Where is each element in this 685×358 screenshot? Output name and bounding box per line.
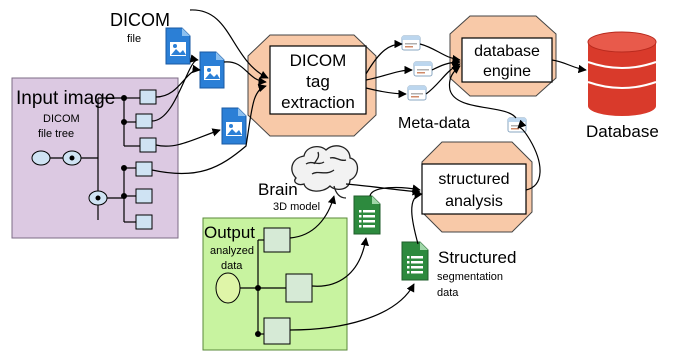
- structured-analysis-line2: analysis: [445, 193, 503, 210]
- spreadsheet-icon: [401, 241, 429, 281]
- metadata-card-icon: [407, 85, 427, 101]
- tree-junction: [69, 155, 75, 161]
- brain-sublabel: 3D model: [273, 201, 320, 213]
- output-sub1: analyzed: [210, 245, 254, 257]
- structured-label: Structured: [438, 248, 516, 267]
- dicom-tag-extraction-box: [269, 45, 367, 115]
- dicom-file-icon: [221, 107, 247, 145]
- metadata-label: Meta-data: [398, 115, 470, 132]
- spreadsheet-icon: [353, 195, 381, 235]
- output-leaf: [263, 317, 291, 345]
- tag-extraction-line1: DICOM: [290, 51, 347, 70]
- dicom-file-label: DICOM: [110, 10, 170, 30]
- tree-leaf: [135, 214, 153, 230]
- brain-label: Brain: [258, 180, 298, 199]
- structured-sublabel1: segmentation: [437, 271, 503, 283]
- database-icon: [587, 31, 657, 116]
- tree-root-node: [31, 150, 51, 166]
- dicom-file-icon: [199, 51, 225, 89]
- tree-junction: [121, 165, 127, 171]
- output-sub2: data: [221, 260, 243, 272]
- output-leaf: [285, 273, 313, 303]
- metadata-card-icon: [401, 35, 421, 51]
- tree-junction: [121, 95, 127, 101]
- tag-extraction-line3: extraction: [281, 93, 355, 112]
- tree-junction: [121, 193, 127, 199]
- dicom-file-icon: [165, 27, 191, 65]
- database-engine-line2: engine: [483, 63, 531, 80]
- input-image-title: Input image: [16, 88, 115, 109]
- flow-arrows: [151, 9, 587, 331]
- tree-leaf: [135, 161, 153, 177]
- output-leaf: [263, 227, 291, 253]
- brain-icon: [291, 145, 359, 199]
- output-junction: [255, 285, 261, 291]
- tree-leaf: [139, 89, 157, 105]
- dicom-file-sublabel: file: [127, 33, 141, 45]
- database-label: Database: [586, 122, 659, 141]
- tree-junction: [95, 195, 101, 201]
- input-image-sub2: file tree: [38, 128, 74, 140]
- structured-analysis-line1: structured: [438, 171, 509, 188]
- output-title: Output: [204, 223, 255, 242]
- tree-leaf: [139, 137, 157, 153]
- metadata-card-icon: [413, 61, 433, 77]
- tag-extraction-line2: tag: [306, 72, 330, 91]
- database-engine-box: [461, 37, 553, 83]
- database-engine-line1: database: [474, 43, 540, 60]
- tree-leaf: [135, 113, 153, 129]
- output-root-node: [215, 272, 241, 304]
- tree-leaf: [135, 188, 153, 204]
- output-junction: [255, 331, 261, 337]
- structured-sublabel2: data: [437, 287, 459, 299]
- structured-analysis-box: [421, 163, 527, 215]
- tree-junction: [121, 119, 127, 125]
- input-image-sub1: DICOM: [43, 113, 80, 125]
